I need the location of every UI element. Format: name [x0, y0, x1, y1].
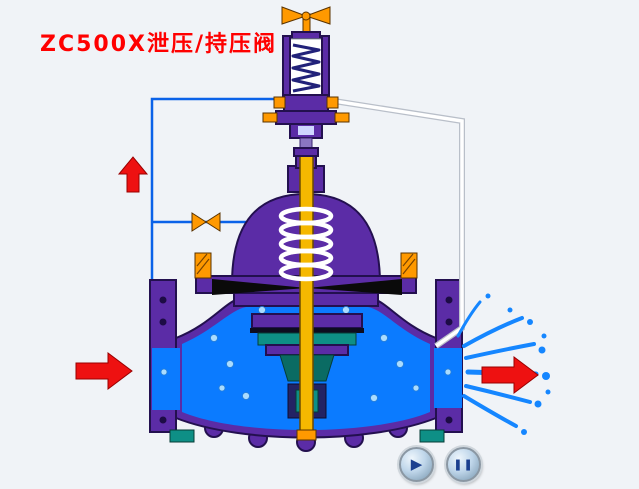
- play-icon: ▶: [410, 455, 423, 473]
- water-bubbles: [160, 306, 452, 402]
- pipe-flow-up-arrow: [117, 156, 149, 193]
- bolts: [159, 252, 453, 424]
- pause-button[interactable]: ❚❚: [446, 447, 481, 482]
- handle-wing-right: [304, 6, 331, 25]
- base-details: [169, 429, 445, 443]
- outlet-flow-arrow: [481, 356, 539, 394]
- pilot-spring: [291, 43, 321, 93]
- needle-valve-icon: [191, 212, 221, 232]
- diagram-title: ZC500X泄压/持压阀: [40, 32, 278, 57]
- pause-icon: ❚❚: [453, 458, 474, 471]
- handle-wing-left: [281, 6, 308, 25]
- main-spring: [278, 206, 334, 282]
- water-splash: [456, 293, 551, 435]
- pilot-valve: [262, 6, 350, 157]
- inlet-flow-arrow: [75, 352, 133, 390]
- diaphragm: [212, 279, 402, 295]
- flow-arrows: [75, 156, 539, 394]
- sensing-pipe-right: [333, 98, 465, 349]
- play-button[interactable]: ▶: [399, 447, 434, 482]
- valve-stem: [296, 153, 317, 441]
